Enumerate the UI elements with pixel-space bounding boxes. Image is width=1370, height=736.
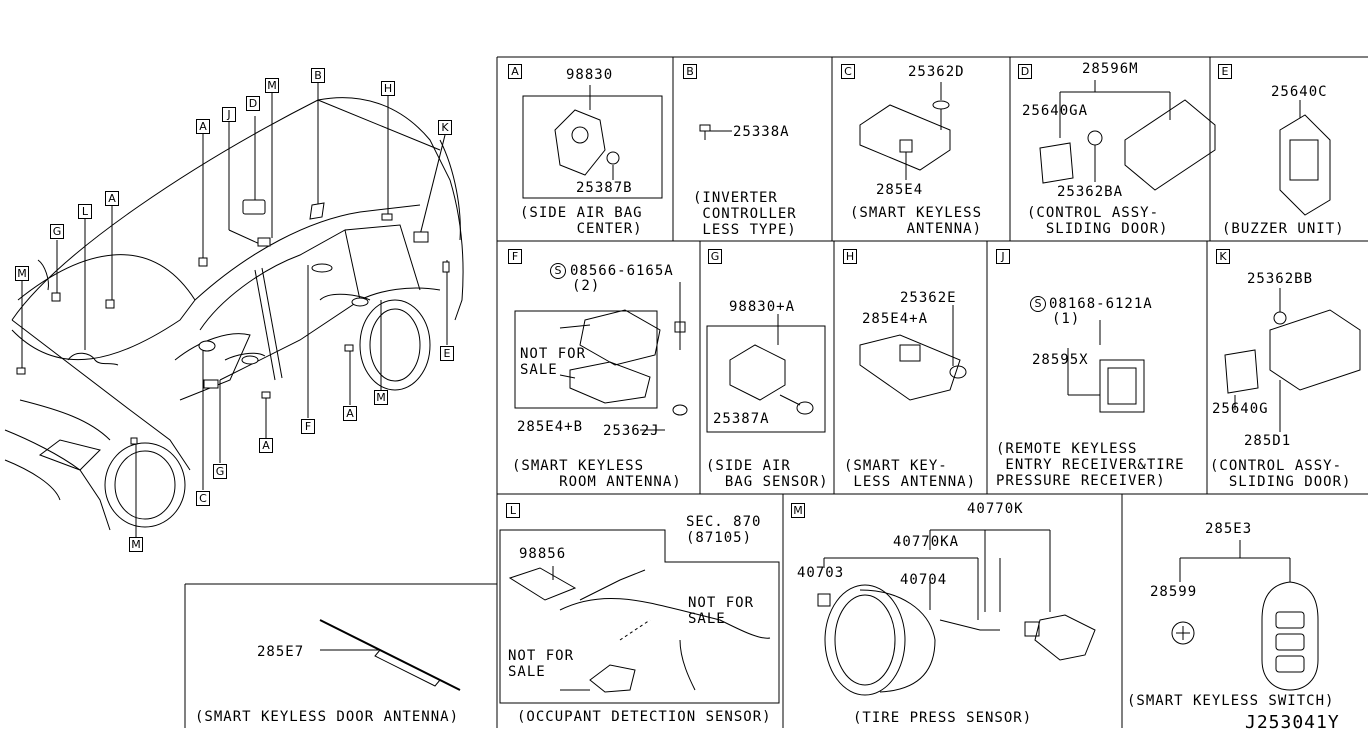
part-98856: 98856 [519, 546, 567, 562]
part-25362bb: 25362BB [1247, 271, 1314, 287]
car-key-m: M [265, 78, 279, 93]
car-key-c: C [196, 491, 210, 506]
car-key-j: J [222, 107, 236, 122]
part-98830: 98830 [566, 67, 614, 83]
panel-a-key: A [508, 64, 522, 79]
part-40704: 40704 [900, 572, 948, 588]
car-key-k: K [438, 120, 452, 135]
drawing-code: J253041Y [1245, 712, 1340, 733]
panel-e-caption: (BUZZER UNIT) [1222, 221, 1345, 237]
part-285e4-b: 285E4+B [517, 419, 584, 435]
not-for-sale-note: NOT FOR SALE [688, 595, 755, 627]
part-40770k: 40770K [967, 501, 1024, 517]
panel-c-caption: (SMART KEYLESS ANTENNA) [850, 205, 983, 237]
panel-l-caption: (OCCUPANT DETECTION SENSOR) [517, 709, 772, 725]
car-key-m3: M [374, 390, 388, 405]
bolt-qty: (1) [1052, 311, 1081, 327]
part-285e4: 285E4 [876, 182, 924, 198]
car-key-a2: A [105, 191, 119, 206]
part-25362ba: 25362BA [1057, 184, 1124, 200]
part-25387b: 25387B [576, 180, 633, 196]
panel-f-key: F [508, 249, 522, 264]
part-285e3: 285E3 [1205, 521, 1253, 537]
panel-m-caption: (TIRE PRESS SENSOR) [853, 710, 1033, 726]
panel-h-caption: (SMART KEY- LESS ANTENNA) [844, 458, 977, 490]
not-for-sale-note: NOT FOR SALE [520, 346, 587, 378]
part-25640c: 25640C [1271, 84, 1328, 100]
panel-a-caption: (SIDE AIR BAG CENTER) [520, 205, 643, 237]
part-25640g: 25640G [1212, 401, 1269, 417]
car-key-g: G [50, 224, 64, 239]
panel-k-caption: (CONTROL ASSY- SLIDING DOOR) [1210, 458, 1352, 490]
bolt-qty: (2) [572, 278, 601, 294]
car-key-a: A [196, 119, 210, 134]
bolt-08566-6165a: 08566-6165A [570, 263, 674, 279]
panel-j-caption: (REMOTE KEYLESS ENTRY RECEIVER&TIRE PRES… [996, 441, 1185, 489]
bolt-08168-6121a: 08168-6121A [1049, 296, 1153, 312]
part-28595x: 28595X [1032, 352, 1089, 368]
panel-g-caption: (SIDE AIR BAG SENSOR) [706, 458, 829, 490]
panel-d-caption: (CONTROL ASSY- SLIDING DOOR) [1027, 205, 1169, 237]
part-285d1: 285D1 [1244, 433, 1292, 449]
car-key-l: L [78, 204, 92, 219]
part-285e4-a: 285E4+A [862, 311, 929, 327]
switch-caption: (SMART KEYLESS SWITCH) [1127, 693, 1335, 709]
panel-l-key: L [506, 503, 520, 518]
car-key-a3: A [343, 406, 357, 421]
not-for-sale-note: NOT FOR SALE [508, 648, 575, 680]
car-key-g2: G [213, 464, 227, 479]
panel-e-key: E [1218, 64, 1232, 79]
sec-870-ref: SEC. 870 [686, 514, 762, 530]
part-25362d: 25362D [908, 64, 965, 80]
part-25362e: 25362E [900, 290, 957, 306]
part-25387a: 25387A [713, 411, 770, 427]
part-25362j: 25362J [603, 423, 660, 439]
car-key-a4: A [259, 438, 273, 453]
panel-g-key: G [708, 249, 722, 264]
car-key-m4: M [129, 537, 143, 552]
part-40703: 40703 [797, 565, 845, 581]
panel-c-key: C [841, 64, 855, 79]
panel-b-caption: (INVERTER CONTROLLER LESS TYPE) [693, 190, 797, 238]
door-antenna-caption: (SMART KEYLESS DOOR ANTENNA) [195, 709, 460, 725]
panel-d-key: D [1018, 64, 1032, 79]
car-key-h: H [381, 81, 395, 96]
car-key-e: E [440, 346, 454, 361]
screw-symbol-icon: S [1030, 296, 1046, 312]
car-key-f: F [301, 419, 315, 434]
panel-m-key: M [791, 503, 805, 518]
panel-k-key: K [1216, 249, 1230, 264]
car-key-b: B [311, 68, 325, 83]
sec-87105-ref: (87105) [686, 530, 753, 546]
panel-f-caption: (SMART KEYLESS ROOM ANTENNA) [512, 458, 682, 490]
part-98830-a: 98830+A [729, 299, 796, 315]
screw-symbol-icon: S [550, 263, 566, 279]
panel-b-key: B [683, 64, 697, 79]
part-40770ka: 40770KA [893, 534, 960, 550]
car-key-m2: M [15, 266, 29, 281]
panel-h-key: H [843, 249, 857, 264]
part-25338a: 25338A [733, 124, 790, 140]
panel-j-key: J [996, 249, 1010, 264]
part-28596m: 28596M [1082, 61, 1139, 77]
car-key-d: D [246, 96, 260, 111]
part-25640ga: 25640GA [1022, 103, 1089, 119]
part-28599: 28599 [1150, 584, 1198, 600]
part-285e7: 285E7 [257, 644, 305, 660]
